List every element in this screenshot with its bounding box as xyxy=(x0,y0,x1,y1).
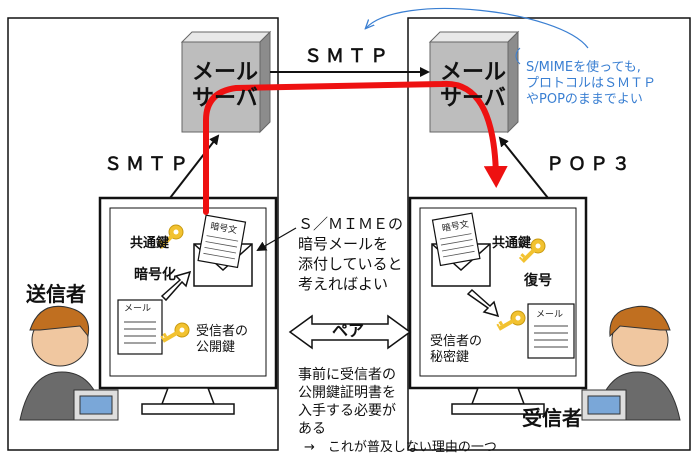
receiver-common-key-icon xyxy=(518,238,546,263)
receiver-cipher-document xyxy=(431,212,481,267)
receiver-common-key-label: 共通鍵 xyxy=(492,236,532,251)
decrypt-arrow xyxy=(466,288,500,318)
receiver-mail-document xyxy=(527,303,575,359)
pop3-download-arrow xyxy=(498,136,549,199)
receiver-server-line2: サーバ xyxy=(440,86,506,111)
receiver-role-label: 受信者 xyxy=(522,406,582,430)
protocol-note-line2: プロトコルはＳＭＴＰ xyxy=(526,76,657,91)
sender-server-line1: メール xyxy=(192,60,259,85)
sender-public-key-line2: 公開鍵 xyxy=(196,340,236,355)
certificate-note-line2: 公開鍵証明書を xyxy=(298,385,396,401)
certificate-note-line1: 事前に受信者の xyxy=(298,367,396,383)
sender-public-key-icon xyxy=(160,322,190,343)
receiver-server-label: メール サーバ xyxy=(440,60,506,112)
protocol-note: S/MIMEを使っても, プロトコルはＳＭＴＰ やPOPのままでよい xyxy=(526,60,694,108)
receiver-private-key-line1: 受信者の xyxy=(430,334,483,349)
sender-person-icon xyxy=(19,305,119,421)
sender-server-label: メール サーバ xyxy=(192,60,258,112)
sender-common-key-label: 共通鍵 xyxy=(130,236,170,251)
certificate-note: 事前に受信者の 公開鍵証明書を 入手する必要が ある xyxy=(298,366,410,438)
protocol-left-label: ＳＭＴＰ xyxy=(104,154,192,175)
sender-action-label: 暗号化 xyxy=(134,267,176,283)
receiver-private-key-label: 受信者の 秘密鍵 xyxy=(430,334,482,366)
certificate-note-line3: 入手する必要が xyxy=(298,403,396,419)
receiver-mail-server xyxy=(428,30,520,134)
protocol-note-line3: やPOPのままでよい xyxy=(526,92,643,107)
certificate-note-reason: → これが普及しない理由の一つ xyxy=(304,440,497,455)
certificate-note-line4: ある xyxy=(298,421,326,437)
sender-server-line2: サーバ xyxy=(192,86,258,111)
receiver-private-key-line2: 秘密鍵 xyxy=(430,350,470,365)
sender-mail-document xyxy=(117,299,163,355)
attachment-note-line1: Ｓ／ＭＩＭＥの xyxy=(298,215,404,233)
attachment-note-line2: 暗号メールを xyxy=(298,235,389,253)
note-pointer-arrow xyxy=(366,7,589,49)
attachment-note: Ｓ／ＭＩＭＥの 暗号メールを 添付していると 考えればよい xyxy=(298,214,406,294)
protocol-right-label: ＰＯＰ３ xyxy=(546,154,634,175)
pair-label: ペア xyxy=(332,321,365,340)
receiver-server-line1: メール xyxy=(440,60,507,85)
smtp-upload-arrow xyxy=(169,134,220,199)
sender-public-key-label: 受信者の 公開鍵 xyxy=(196,324,248,356)
receiver-person-icon xyxy=(581,305,681,421)
attachment-pointer-arrow xyxy=(256,227,297,252)
pair-double-arrow xyxy=(288,314,412,350)
sender-role-label: 送信者 xyxy=(26,282,86,306)
receiver-action-label: 復号 xyxy=(524,273,552,289)
protocol-top-label: ＳＭＴＰ xyxy=(304,46,392,67)
attachment-note-line4: 考えればよい xyxy=(298,275,389,293)
sender-common-key-icon xyxy=(156,224,184,249)
mail-route-arrow xyxy=(203,80,508,215)
sender-cipher-document xyxy=(197,214,247,269)
note-bracket xyxy=(515,47,521,65)
attachment-note-line3: 添付していると xyxy=(298,255,403,273)
receiver-mail-label: メール xyxy=(536,310,564,320)
sender-public-key-line1: 受信者の xyxy=(196,324,249,339)
receiver-private-key-icon xyxy=(496,310,526,331)
sender-mail-label: メール xyxy=(124,304,152,314)
protocol-note-line1: S/MIMEを使っても, xyxy=(526,60,641,75)
encrypt-arrow xyxy=(160,270,192,302)
